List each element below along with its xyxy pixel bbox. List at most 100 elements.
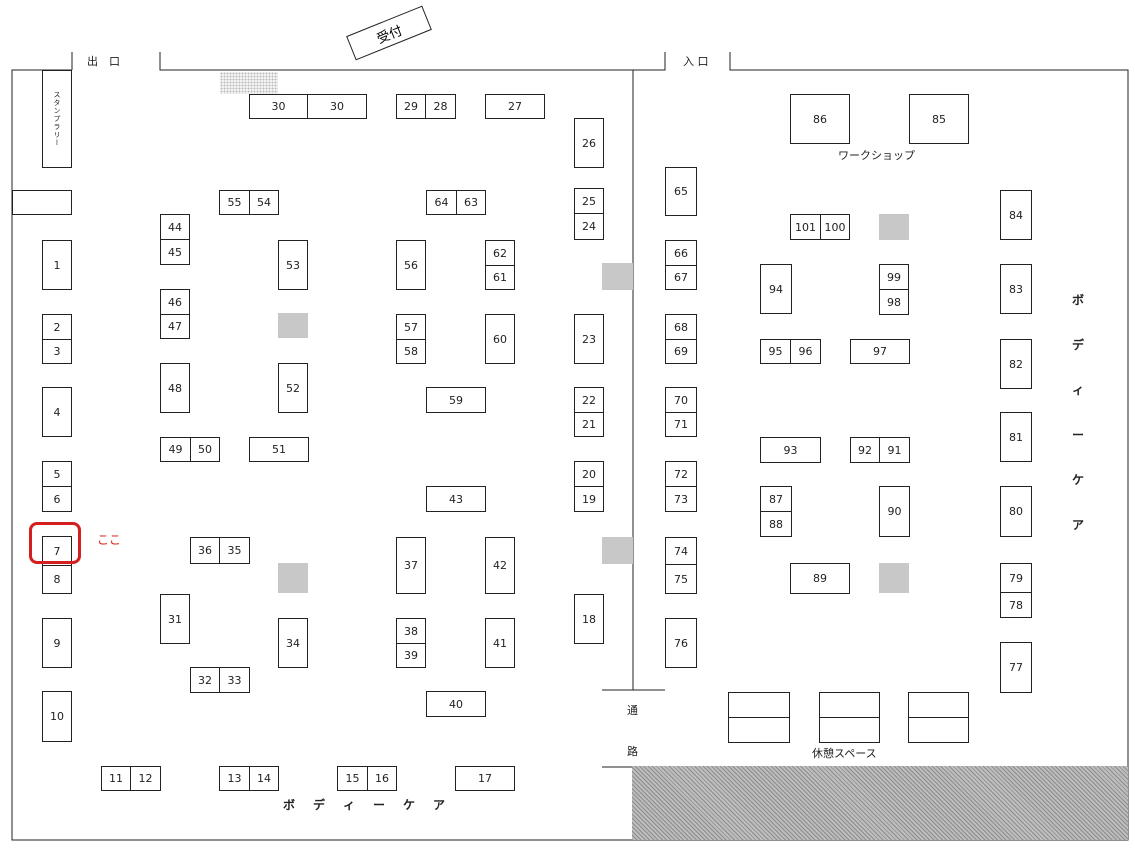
booth-43[interactable]: 43 xyxy=(426,486,486,512)
booth-34[interactable]: 34 xyxy=(278,618,308,668)
booth-80[interactable]: 80 xyxy=(1000,486,1032,537)
booth-21[interactable]: 21 xyxy=(574,412,604,437)
booth-72[interactable]: 72 xyxy=(665,461,697,487)
booth-85[interactable]: 85 xyxy=(909,94,969,144)
booth-93[interactable]: 93 xyxy=(760,437,821,463)
booth-45[interactable]: 45 xyxy=(160,239,190,265)
booth-27[interactable]: 27 xyxy=(485,94,545,119)
booth-13[interactable]: 13 xyxy=(219,766,250,791)
booth-51[interactable]: 51 xyxy=(249,437,309,462)
booth-15[interactable]: 15 xyxy=(337,766,368,791)
booth-68[interactable]: 68 xyxy=(665,314,697,340)
booth-95[interactable]: 95 xyxy=(760,339,791,364)
booth-29[interactable]: 29 xyxy=(396,94,426,119)
booth-9[interactable]: 9 xyxy=(42,618,72,668)
booth-74[interactable]: 74 xyxy=(665,537,697,565)
booth-37[interactable]: 37 xyxy=(396,537,426,594)
booth-41[interactable]: 41 xyxy=(485,618,515,668)
booth-67[interactable]: 67 xyxy=(665,265,697,290)
booth-50[interactable]: 50 xyxy=(190,437,220,462)
booth-33[interactable]: 33 xyxy=(219,667,250,693)
booth-31[interactable]: 31 xyxy=(160,594,190,644)
booth-8[interactable]: 8 xyxy=(42,565,72,594)
booth-64[interactable]: 64 xyxy=(426,190,457,215)
booth-79[interactable]: 79 xyxy=(1000,563,1032,593)
booth-49[interactable]: 49 xyxy=(160,437,191,462)
booth-82[interactable]: 82 xyxy=(1000,339,1032,389)
booth-56[interactable]: 56 xyxy=(396,240,426,290)
booth-88[interactable]: 88 xyxy=(760,511,792,537)
booth-1[interactable]: 1 xyxy=(42,240,72,290)
booth-14[interactable]: 14 xyxy=(249,766,279,791)
booth-89[interactable]: 89 xyxy=(790,563,850,594)
booth-25[interactable]: 25 xyxy=(574,188,604,214)
booth-18[interactable]: 18 xyxy=(574,594,604,644)
booth-71[interactable]: 71 xyxy=(665,412,697,437)
booth-32[interactable]: 32 xyxy=(190,667,220,693)
booth-17[interactable]: 17 xyxy=(455,766,515,791)
booth-35[interactable]: 35 xyxy=(219,537,250,564)
booth-65[interactable]: 65 xyxy=(665,167,697,216)
booth-61[interactable]: 61 xyxy=(485,265,515,290)
booth-46[interactable]: 46 xyxy=(160,289,190,315)
booth-42[interactable]: 42 xyxy=(485,537,515,594)
booth-78[interactable]: 78 xyxy=(1000,592,1032,618)
booth-62[interactable]: 62 xyxy=(485,240,515,266)
booth-70[interactable]: 70 xyxy=(665,387,697,413)
booth-99[interactable]: 99 xyxy=(879,264,909,290)
booth-19[interactable]: 19 xyxy=(574,486,604,512)
booth-20[interactable]: 20 xyxy=(574,461,604,487)
booth-57[interactable]: 57 xyxy=(396,314,426,340)
booth-77[interactable]: 77 xyxy=(1000,642,1032,693)
booth-38[interactable]: 38 xyxy=(396,618,426,644)
booth-6[interactable]: 6 xyxy=(42,486,72,512)
booth-73[interactable]: 73 xyxy=(665,486,697,512)
booth-22[interactable]: 22 xyxy=(574,387,604,413)
booth-2[interactable]: 2 xyxy=(42,314,72,340)
booth-30b[interactable]: 30 xyxy=(307,94,367,119)
booth-100[interactable]: 100 xyxy=(820,214,850,240)
booth-26[interactable]: 26 xyxy=(574,118,604,168)
booth-40[interactable]: 40 xyxy=(426,691,486,717)
booth-10[interactable]: 10 xyxy=(42,691,72,742)
booth-44[interactable]: 44 xyxy=(160,214,190,240)
booth-69[interactable]: 69 xyxy=(665,339,697,364)
booth-11[interactable]: 11 xyxy=(101,766,131,791)
booth-66[interactable]: 66 xyxy=(665,240,697,266)
booth-55[interactable]: 55 xyxy=(219,190,250,215)
booth-76[interactable]: 76 xyxy=(665,618,697,668)
booth-97[interactable]: 97 xyxy=(850,339,910,364)
booth-101[interactable]: 101 xyxy=(790,214,821,240)
booth-39[interactable]: 39 xyxy=(396,643,426,668)
booth-81[interactable]: 81 xyxy=(1000,412,1032,462)
booth-75[interactable]: 75 xyxy=(665,564,697,594)
booth-54[interactable]: 54 xyxy=(249,190,279,215)
booth-59[interactable]: 59 xyxy=(426,387,486,413)
booth-28[interactable]: 28 xyxy=(425,94,456,119)
booth-52[interactable]: 52 xyxy=(278,363,308,413)
booth-94[interactable]: 94 xyxy=(760,264,792,314)
booth-84[interactable]: 84 xyxy=(1000,190,1032,240)
booth-63[interactable]: 63 xyxy=(456,190,486,215)
booth-86[interactable]: 86 xyxy=(790,94,850,144)
booth-12[interactable]: 12 xyxy=(130,766,161,791)
booth-90[interactable]: 90 xyxy=(879,486,910,537)
booth-91[interactable]: 91 xyxy=(879,437,910,463)
booth-92[interactable]: 92 xyxy=(850,437,880,463)
booth-3[interactable]: 3 xyxy=(42,339,72,364)
booth-5[interactable]: 5 xyxy=(42,461,72,487)
booth-60[interactable]: 60 xyxy=(485,314,515,364)
booth-16[interactable]: 16 xyxy=(367,766,397,791)
booth-36[interactable]: 36 xyxy=(190,537,220,564)
booth-83[interactable]: 83 xyxy=(1000,264,1032,314)
booth-58[interactable]: 58 xyxy=(396,339,426,364)
booth-96[interactable]: 96 xyxy=(790,339,821,364)
booth-48[interactable]: 48 xyxy=(160,363,190,413)
booth-4[interactable]: 4 xyxy=(42,387,72,437)
booth-30[interactable]: 30 xyxy=(249,94,308,119)
booth-23[interactable]: 23 xyxy=(574,314,604,364)
booth-87[interactable]: 87 xyxy=(760,486,792,512)
booth-98[interactable]: 98 xyxy=(879,289,909,315)
booth-53[interactable]: 53 xyxy=(278,240,308,290)
booth-24[interactable]: 24 xyxy=(574,213,604,240)
